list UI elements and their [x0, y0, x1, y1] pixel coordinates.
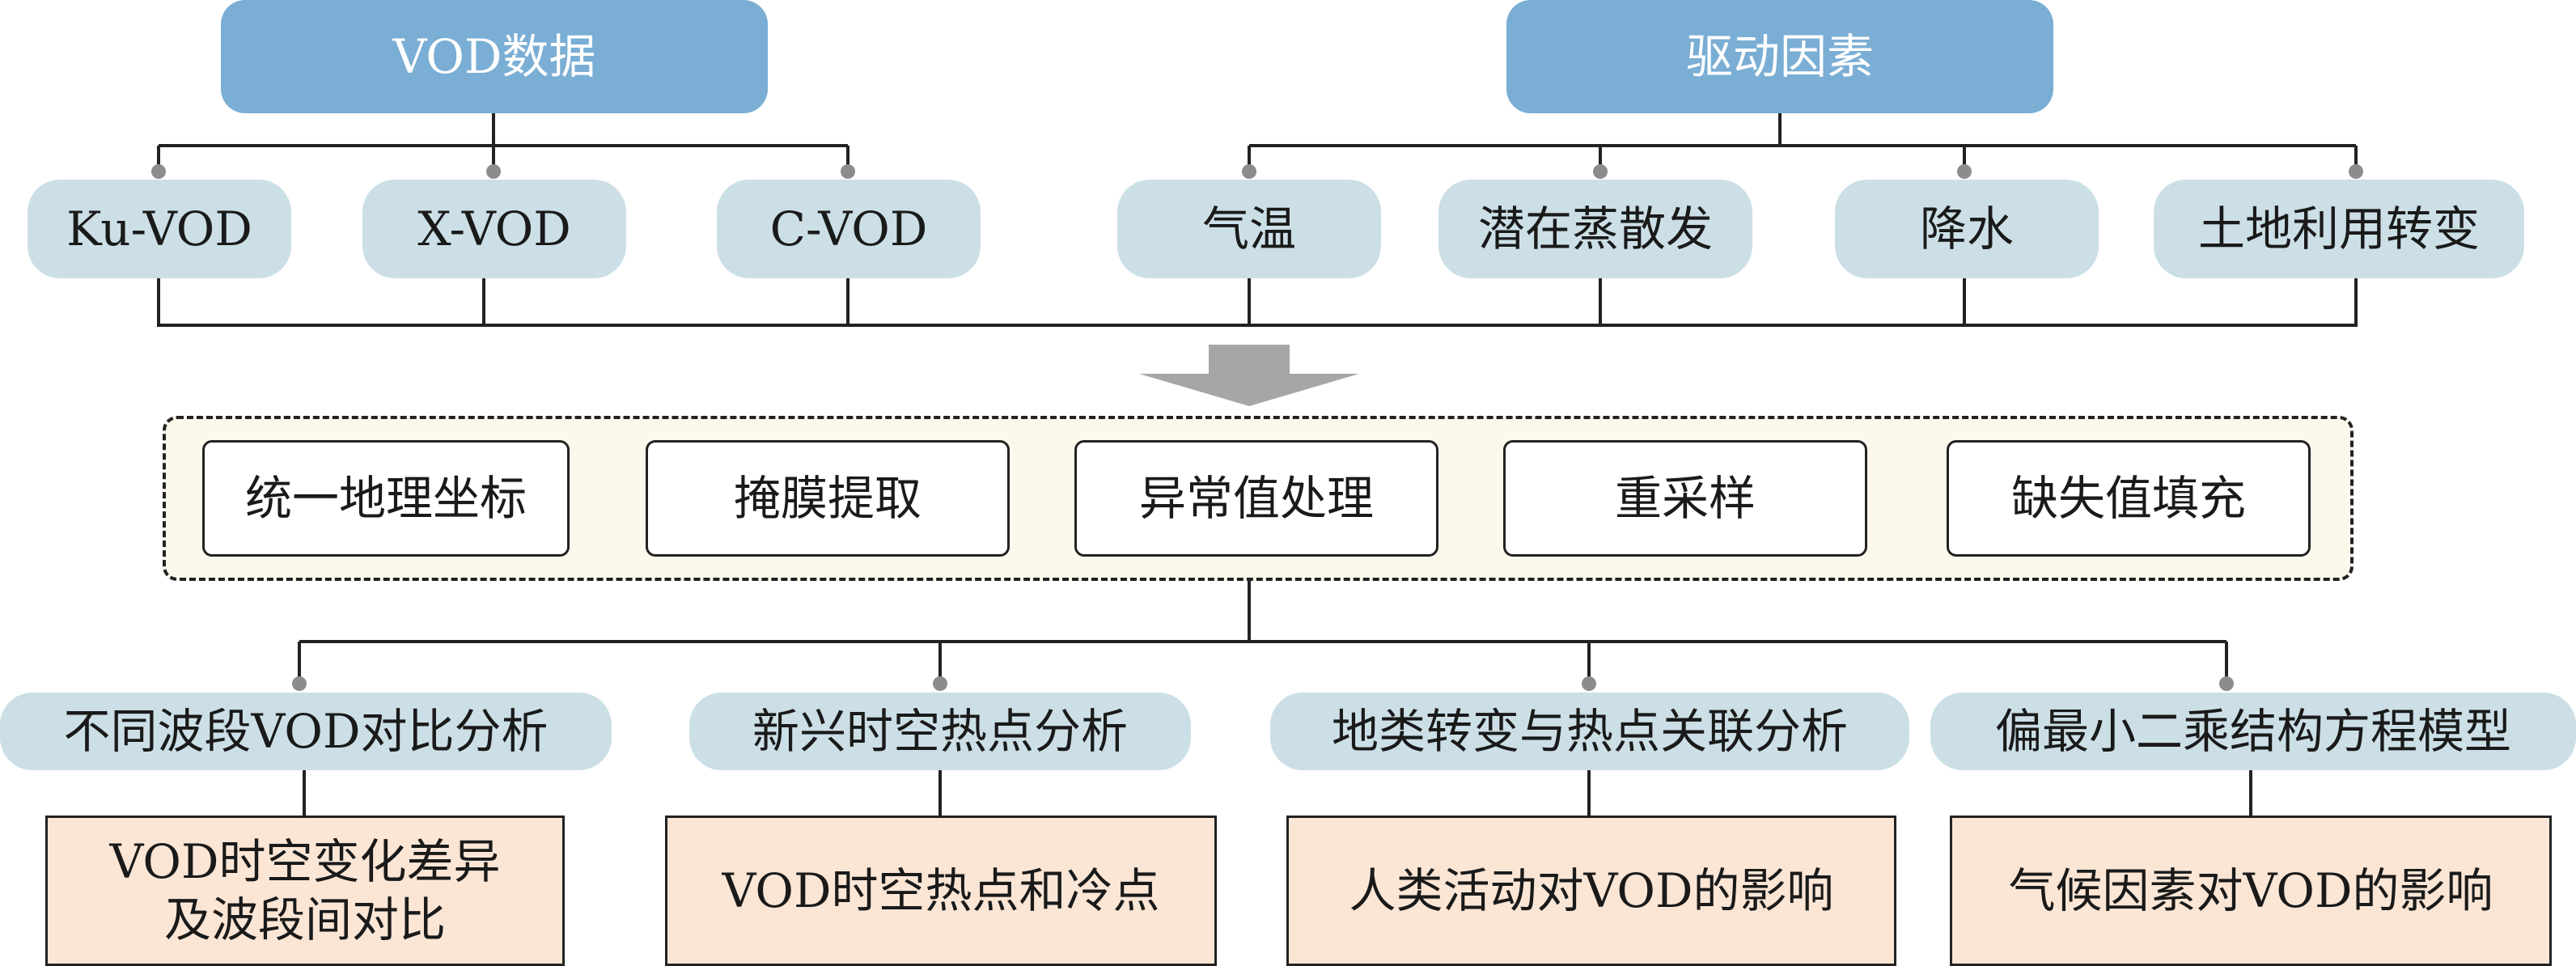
driving-factors-header: 驱动因素 — [1506, 0, 2053, 113]
step-mask-extraction: 掩膜提取 — [646, 440, 1010, 557]
vod-product-ku: Ku-VOD — [28, 180, 291, 278]
vod-data-header: VOD数据 — [221, 0, 768, 113]
result-hot-cold-spots: VOD时空热点和冷点 — [665, 816, 1217, 966]
driver-temperature: 气温 — [1117, 180, 1381, 278]
step-unify-coordinates: 统一地理坐标 — [202, 440, 570, 557]
analysis-landcover-hotspot-link: 地类转变与热点关联分析 — [1270, 693, 1909, 770]
driver-land-use-change: 土地利用转变 — [2154, 180, 2524, 278]
vod-product-c: C-VOD — [717, 180, 981, 278]
result-human-activity-impact: 人类活动对VOD的影响 — [1286, 816, 1896, 966]
result-climate-impact: 气候因素对VOD的影响 — [1950, 816, 2552, 966]
step-missing-value-fill: 缺失值填充 — [1947, 440, 2311, 557]
down-arrow-icon — [1139, 345, 1359, 406]
vod-product-x: X-VOD — [362, 180, 626, 278]
step-outlier-handling: 异常值处理 — [1074, 440, 1438, 557]
driver-potential-evapotranspiration: 潜在蒸散发 — [1438, 180, 1752, 278]
result-band-differences: VOD时空变化差异及波段间对比 — [45, 816, 565, 966]
analysis-band-comparison: 不同波段VOD对比分析 — [0, 693, 612, 770]
step-resampling: 重采样 — [1503, 440, 1867, 557]
driver-precipitation: 降水 — [1835, 180, 2099, 278]
analysis-emerging-hotspot: 新兴时空热点分析 — [689, 693, 1191, 770]
analysis-pls-sem: 偏最小二乘结构方程模型 — [1930, 693, 2576, 770]
